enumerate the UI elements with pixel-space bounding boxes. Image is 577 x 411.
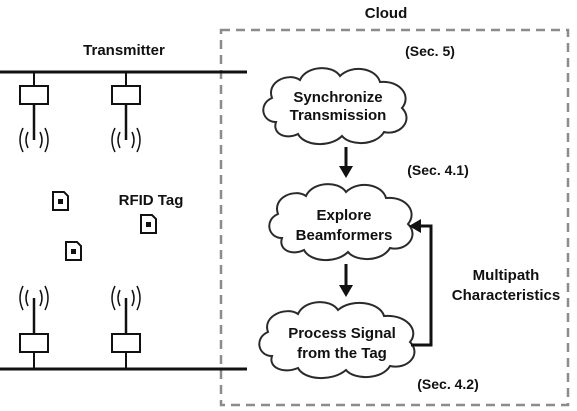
feedback-arrowhead: [409, 219, 421, 233]
cloud-shape: [268, 183, 414, 261]
antenna-icon: [19, 285, 49, 369]
flow-arrowhead: [339, 285, 353, 297]
step-process-line1: Process Signal: [288, 325, 396, 342]
flow-arrowhead: [339, 166, 353, 178]
feedback-arrow: [411, 224, 433, 347]
rfid-tag-icon: [52, 191, 69, 211]
cloud-shape: [258, 301, 416, 379]
section-ref-sync: (Sec. 5): [405, 43, 455, 59]
rfid-tag-icon: [140, 214, 157, 234]
cloud-title: Cloud: [365, 5, 408, 22]
rfid-tag-label: RFID Tag: [119, 192, 184, 209]
cloud-boundary: [219, 28, 570, 407]
cloud-shape: [262, 67, 408, 145]
section-ref-explore: (Sec. 4.1): [407, 162, 468, 178]
antenna-icon: [111, 285, 141, 369]
section-ref-process: (Sec. 4.2): [417, 376, 478, 392]
step-synchronize-line1: Synchronize: [293, 89, 382, 106]
feedback-label-line2: Characteristics: [452, 287, 560, 304]
antenna-icon: [111, 72, 141, 153]
step-synchronize-line2: Transmission: [290, 107, 387, 124]
step-explore-line1: Explore: [316, 207, 371, 224]
rfid-tag-icon: [65, 241, 82, 261]
step-process-line2: from the Tag: [297, 345, 387, 362]
step-explore-line2: Beamformers: [296, 227, 393, 244]
antenna-icon: [19, 72, 49, 153]
feedback-label-line1: Multipath: [473, 267, 540, 284]
transmitter-label: Transmitter: [83, 42, 165, 59]
